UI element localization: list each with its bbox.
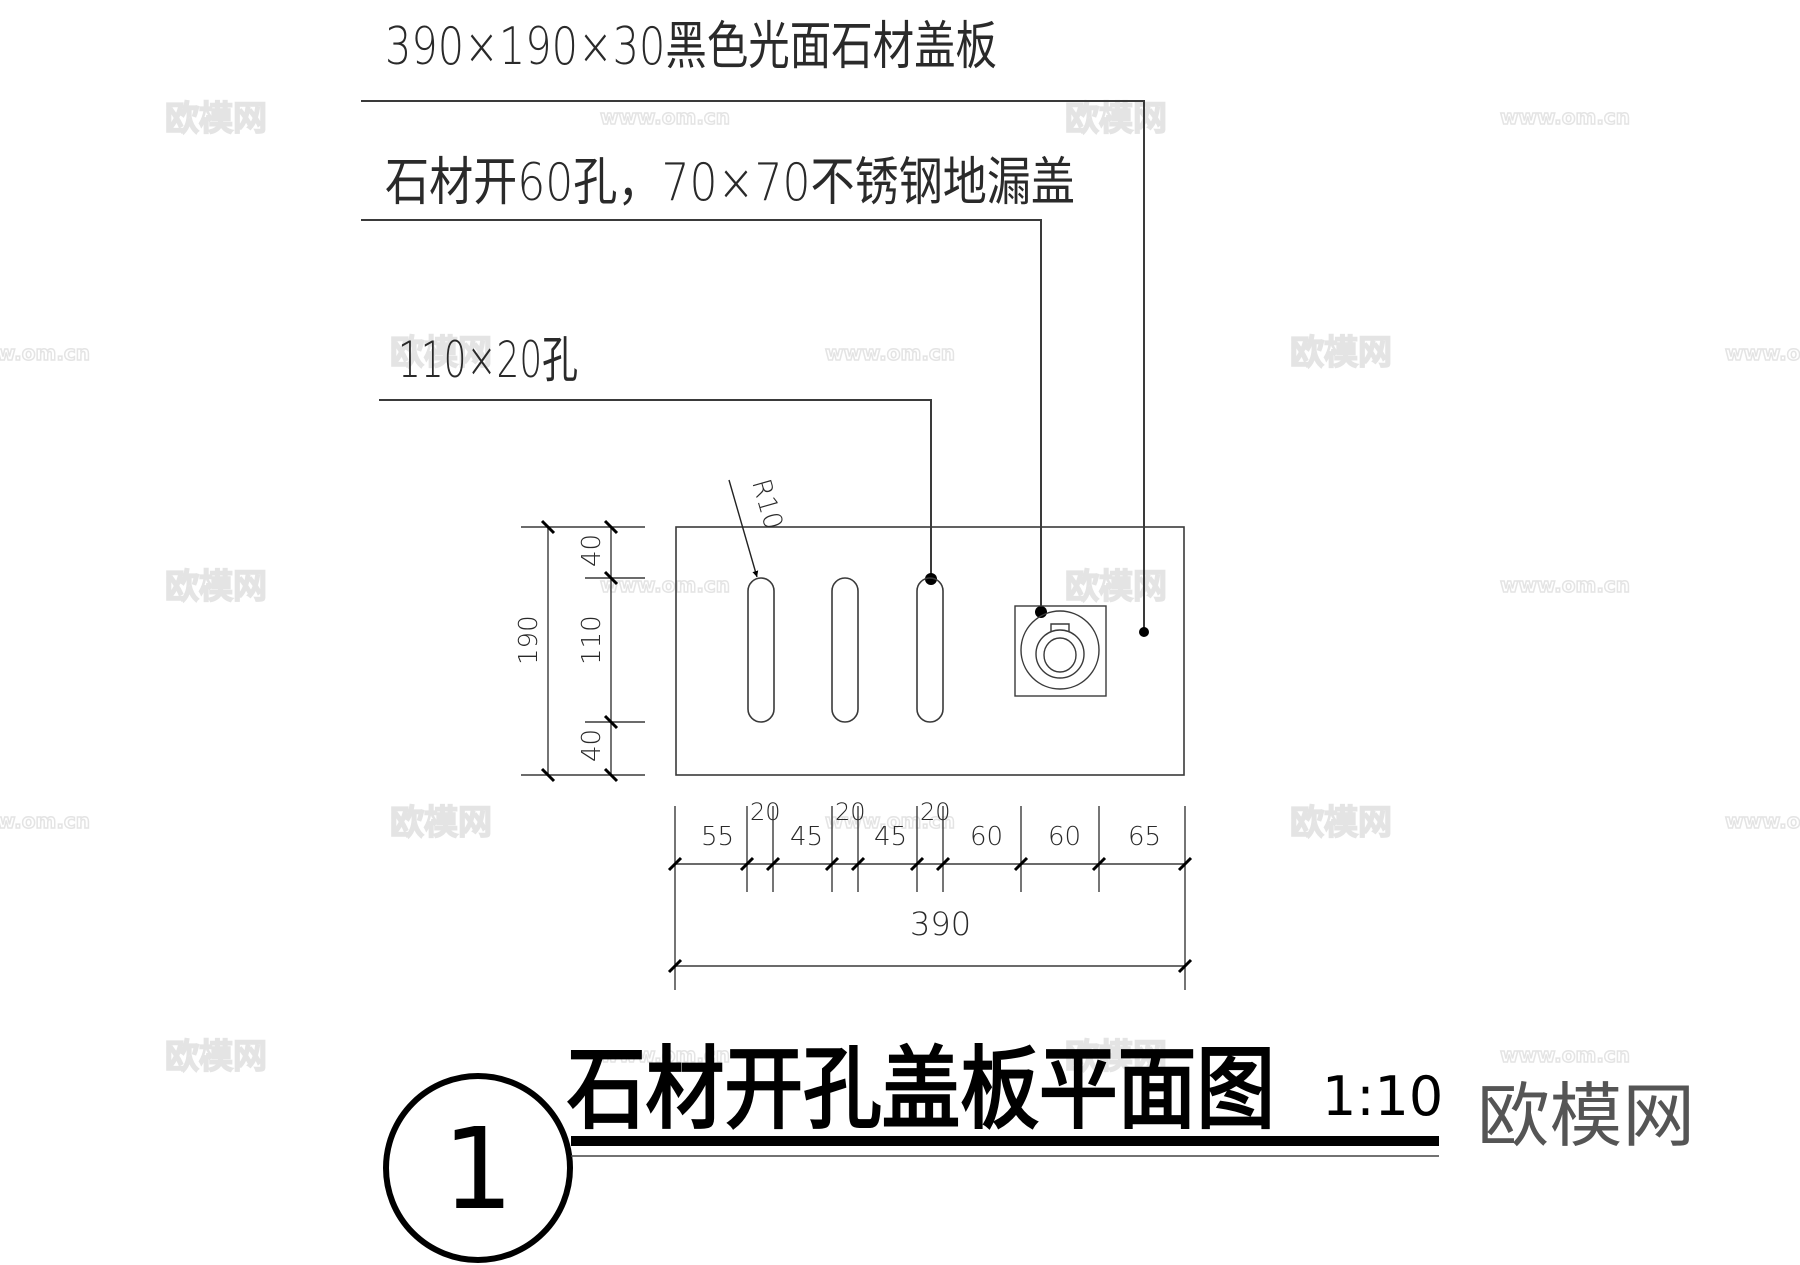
watermark-url: www.om.cn xyxy=(1725,809,1800,833)
watermark-logo: 欧模网 xyxy=(1290,333,1392,373)
watermark-url: www.om.cn xyxy=(600,105,730,129)
watermark-url: www.om.cn xyxy=(1500,573,1630,597)
watermark-logo: 欧模网 xyxy=(165,1037,267,1077)
radius-arrow xyxy=(728,479,759,578)
title-block: 1 石材开孔盖板平面图 1:10 xyxy=(383,1037,1443,1263)
watermark-logo: 欧模网 xyxy=(390,803,492,843)
label-drain-cover: 石材开60孔，70×70不锈钢地漏盖 xyxy=(385,153,1075,213)
watermark-url: www.om.cn xyxy=(1725,341,1800,365)
watermark-logo: 欧模网 xyxy=(1290,803,1392,843)
watermark-url: www.om.cn xyxy=(600,573,730,597)
watermark-logo: 欧模网 xyxy=(1065,1037,1167,1077)
leader-cover-plate xyxy=(361,100,1145,632)
stone-cover-plate xyxy=(675,526,1185,776)
leader-dot-slot xyxy=(925,573,937,585)
drawing-number: 1 xyxy=(442,1105,513,1235)
watermark-layer: 欧模网 www.om.cn 欧模网 www.om.cn www.om.cn 欧模… xyxy=(0,98,1800,1078)
drain-square xyxy=(1014,605,1107,697)
watermark-url: www.om.cn xyxy=(600,1043,730,1067)
dim-h-60a: 60 xyxy=(970,822,1003,852)
dim-h-55: 55 xyxy=(701,822,734,852)
watermark-logo: 欧模网 xyxy=(1065,567,1167,607)
leader-slot xyxy=(379,399,932,579)
annotation-labels: 390×190×30黑色光面石材盖板 石材开60孔，70×70不锈钢地漏盖 11… xyxy=(385,17,1075,389)
watermark-logo: 欧模网 xyxy=(165,567,267,607)
horizontal-dimension-ticks xyxy=(667,856,1193,974)
brand-logo: 欧模网 xyxy=(1477,1075,1695,1157)
vertical-dimensions xyxy=(521,526,645,776)
vertical-dimension-texts: 190 40 110 40 xyxy=(514,534,607,762)
floor-drain-cover xyxy=(1014,605,1107,697)
dim-vertical-middle: 110 xyxy=(577,615,607,665)
drawing-title: 石材开孔盖板平面图 xyxy=(567,1037,1275,1142)
leader-dot-plate xyxy=(1139,627,1149,637)
label-cover-plate: 390×190×30黑色光面石材盖板 xyxy=(385,17,997,77)
dim-h-45a: 45 xyxy=(790,822,823,852)
leader-drain xyxy=(361,219,1042,612)
vertical-dimension-ticks xyxy=(540,519,619,783)
slot-hole-1 xyxy=(747,577,775,723)
dim-h-65: 65 xyxy=(1128,822,1161,852)
dim-h-60b: 60 xyxy=(1048,822,1081,852)
drawing-scale: 1:10 xyxy=(1322,1065,1443,1128)
label-slot-hole: 110×20孔 xyxy=(398,331,578,389)
dim-h-20c: 20 xyxy=(920,798,951,826)
watermark-url: www.om.cn xyxy=(0,341,90,365)
dim-vertical-top: 40 xyxy=(577,534,607,567)
slot-hole-3 xyxy=(916,577,944,723)
watermark-url: www.om.cn xyxy=(825,341,955,365)
drawing-number-circle xyxy=(383,1073,573,1263)
dim-vertical-bottom: 40 xyxy=(577,729,607,762)
watermark-logo: 欧模网 xyxy=(165,99,267,139)
dim-h-45b: 45 xyxy=(874,822,907,852)
horizontal-dimensions xyxy=(674,806,1186,990)
drain-outer-ring xyxy=(1020,610,1100,690)
watermark-logo: 欧模网 xyxy=(390,333,492,373)
watermark-url: www.om.cn xyxy=(825,809,955,833)
slot-hole-2 xyxy=(831,577,859,723)
dim-h-20a: 20 xyxy=(750,798,781,826)
drain-key-notch xyxy=(1050,623,1070,631)
slot-holes xyxy=(747,577,944,723)
horizontal-dimension-texts: 55 20 45 20 45 20 60 60 65 390 xyxy=(701,798,1161,943)
radius-label: R10 xyxy=(745,476,788,533)
watermark-url: www.om.cn xyxy=(0,809,90,833)
title-underline-thick xyxy=(571,1136,1439,1146)
drain-inner-ring xyxy=(1043,637,1077,673)
drain-middle-ring xyxy=(1035,629,1085,679)
watermark-logo: 欧模网 xyxy=(1065,99,1167,139)
dim-vertical-total: 190 xyxy=(514,615,544,665)
watermark-url: www.om.cn xyxy=(1500,105,1630,129)
leader-lines xyxy=(361,100,1145,632)
dim-h-total: 390 xyxy=(910,905,971,943)
dim-h-20b: 20 xyxy=(835,798,866,826)
watermark-url: www.om.cn xyxy=(1500,1043,1630,1067)
